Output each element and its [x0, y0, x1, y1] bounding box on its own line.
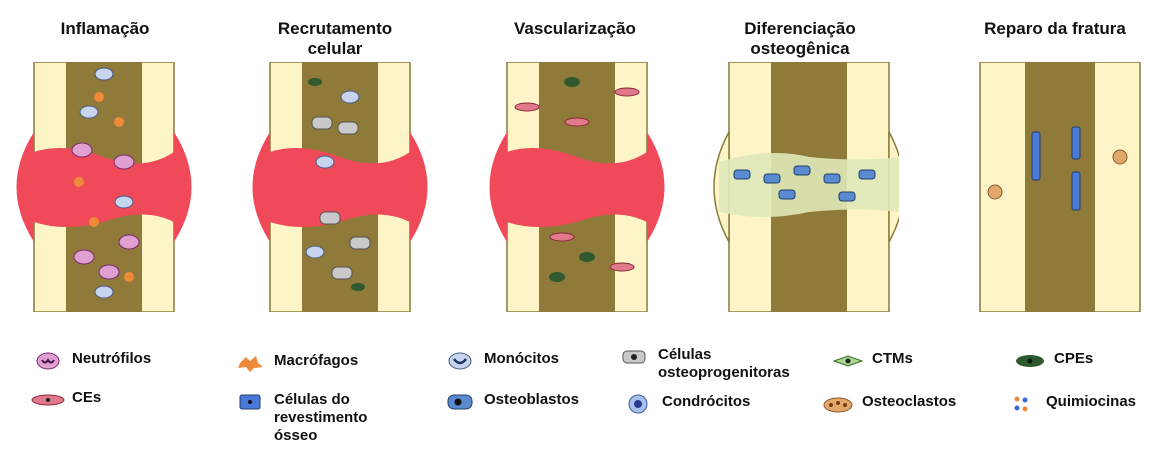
panel-osteogenic-differentiation: [709, 62, 899, 312]
legend-item-chondrocytes: Condrócitos: [620, 393, 750, 415]
legend-label-macrophages: Macrófagos: [274, 352, 358, 370]
legend-label-bone-lining-cells: Células do revestimento ósseo: [274, 391, 367, 445]
legend-label-neutrophils: Neutrófilos: [72, 350, 151, 368]
stage-title-fracture-repair: Reparo da fratura: [960, 19, 1150, 39]
legend-label-osteoclasts: Osteoclastos: [862, 393, 956, 411]
legend-item-macrophages: Macrófagos: [232, 352, 358, 374]
legend-label-chondrocytes: Condrócitos: [662, 393, 750, 411]
stage-title-inflammation: Inflamação: [20, 19, 190, 39]
legend-label-osteoprogenitor-cells: Células osteoprogenitoras: [658, 346, 790, 382]
panel-cell-recruitment: [240, 62, 430, 312]
legend-item-epcs: CPEs: [1012, 350, 1093, 372]
legend-label-chemokines: Quimiocinas: [1046, 393, 1136, 411]
legend-item-chemokines: Quimiocinas: [1004, 393, 1136, 415]
bone-lining-cell-icon: [232, 391, 268, 413]
endothelial-cell-icon: [30, 389, 66, 411]
chondrocyte-icon: [620, 393, 656, 415]
legend-label-endothelial-cells: CEs: [72, 389, 101, 407]
legend-label-epcs: CPEs: [1054, 350, 1093, 368]
panel-vascularization: [477, 62, 667, 312]
legend-item-monocytes: Monócitos: [442, 350, 559, 372]
stage-title-osteogenic-differentiation: Diferenciação osteogênica: [715, 19, 885, 59]
stage-title-cell-recruitment: Recrutamento celular: [250, 19, 420, 59]
osteoblast-icon: [442, 391, 478, 413]
chemokine-icon: [1004, 393, 1040, 415]
legend-item-neutrophils: Neutrófilos: [30, 350, 151, 372]
panel-fracture-repair: [960, 62, 1150, 312]
legend-label-osteoblasts: Osteoblastos: [484, 391, 579, 409]
msc-icon: [830, 350, 866, 372]
legend-label-monocytes: Monócitos: [484, 350, 559, 368]
epc-icon: [1012, 350, 1048, 372]
osteoclast-icon: [820, 393, 856, 415]
legend-label-mscs: CTMs: [872, 350, 913, 368]
legend-item-osteoclasts: Osteoclastos: [820, 393, 956, 415]
legend-item-osteoprogenitor-cells: Células osteoprogenitoras: [616, 346, 790, 382]
panel-inflammation: [4, 62, 194, 312]
legend-item-osteoblasts: Osteoblastos: [442, 391, 579, 413]
stage-title-vascularization: Vascularização: [485, 19, 665, 39]
osteoprogenitor-icon: [616, 346, 652, 368]
legend-item-endothelial-cells: CEs: [30, 389, 101, 411]
monocyte-icon: [442, 350, 478, 372]
legend-item-bone-lining-cells: Células do revestimento ósseo: [232, 391, 367, 445]
macrophage-icon: [232, 352, 268, 374]
legend-item-mscs: CTMs: [830, 350, 913, 372]
neutrophil-icon: [30, 350, 66, 372]
